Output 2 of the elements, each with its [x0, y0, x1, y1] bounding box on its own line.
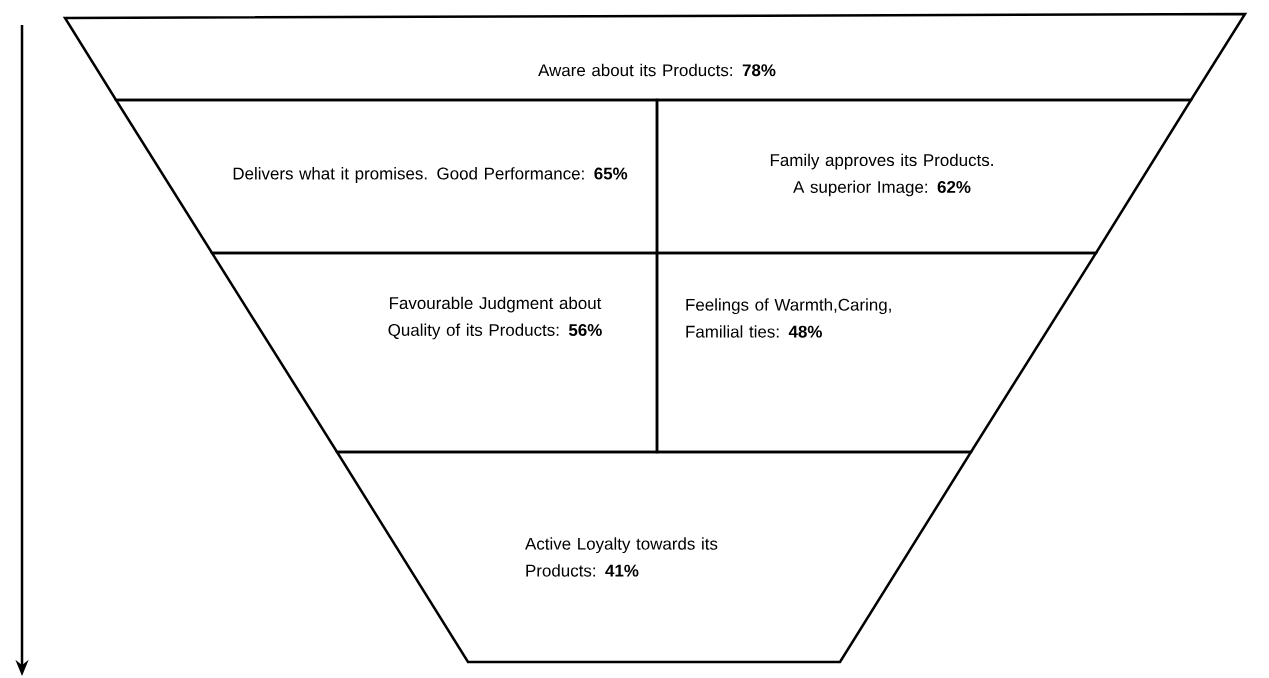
funnel-band: Family approves its Products. A superior Image: 62%	[655, 98, 1194, 255]
funnel-band: Feelings of Warmth,Caring, Familial ties: 48%	[655, 251, 1099, 454]
